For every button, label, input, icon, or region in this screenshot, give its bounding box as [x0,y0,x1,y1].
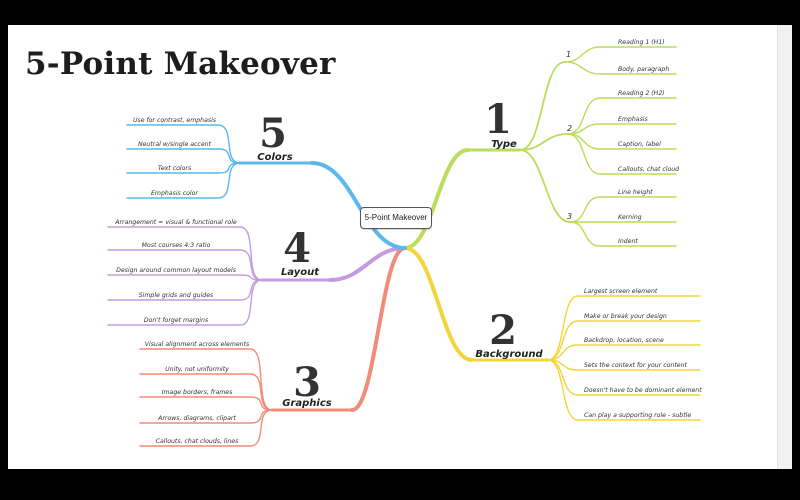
branch-5-leaf-2-line [126,148,241,164]
branch-2-leaf-2: Make or break your design [584,313,667,320]
branch-3-leaf-3: Image borders, frames [162,389,233,396]
branch-2-number: 2 [489,307,517,354]
branch-1-number: 1 [484,96,512,143]
branch-5-leaf-3: Text colors [158,164,192,172]
branch-1-sub-2-leaf-2-line [567,123,677,135]
branch-2-leaf-1: Largest screen element [584,287,658,295]
branch-1-sub-1-connector [519,61,566,151]
branch-3-name: Graphics [282,398,332,409]
branch-2-leaf-3: Backdrop, location, scene [584,336,664,344]
branch-4-number: 4 [283,225,311,272]
branch-2-leaf-3-line [547,344,701,361]
branch-2-name: Background [475,349,543,360]
branch-2-trunk [403,246,474,362]
branch-1-sub-2-leaf-4-line [567,133,677,175]
branch-3-leaf-1: Visual alignment across elements [145,340,250,348]
branch-5-number: 5 [259,110,287,157]
branch-1-sub-3-leaf-1-line [569,196,677,223]
branch-1-sub-3-leaf-2: Kerning [618,214,642,221]
branch-1-sub-1-label: 1 [566,50,571,59]
branch-1-sub-2-connector [519,133,569,151]
branch-4-leaf-3: Design around common layout models [116,266,237,274]
branch-4-leaf-5-line [107,279,263,326]
branch-1-sub-1-leaf-2-line [564,61,677,75]
slide-title: 5-Point Makeover [25,46,336,82]
branch-4-leaf-2-line [107,249,263,281]
branch-5-leaf-4-line [126,162,241,199]
branch-4-leaf-1-line [107,226,263,281]
branch-3-leaf-2-line [139,373,273,411]
branch-3-leaf-2: Unity, not uniformity [165,365,229,373]
branch-2-leaf-4: Sets the context for your content [584,361,687,369]
branch-4-name: Layout [281,267,320,278]
branch-3-leaf-5: Callouts, chat clouds, lines [156,437,239,445]
branch-1-sub-3-label: 3 [567,212,572,221]
branch-1-sub-3-leaf-3-line [569,221,677,247]
branch-5-leaf-2: Neutral w/single accent [138,140,212,148]
branch-1-sub-3-connector [519,149,571,223]
branch-3-trunk [350,246,407,412]
branch-3-leaf-4: Arrows, diagrams, clipart [157,414,236,422]
branch-2-leaf-1-line [547,295,701,361]
branch-1-sub-3-leaf-1: Line height [618,188,653,196]
branch-4-leaf-2: Most courses 4:3 ratio [142,241,211,249]
branch-3-leaf-5-line [139,409,273,447]
branch-4-trunk [328,246,407,282]
branch-1-sub-1-leaf-1: Reading 1 (H1) [618,39,665,46]
branch-2-leaf-6: Can play a supporting role - subtle [584,411,691,419]
branch-1-sub-2-leaf-2: Emphasis [618,116,649,123]
branch-1-sub-2-leaf-1-line [567,97,677,135]
branch-1-sub-2-label: 2 [567,124,572,133]
scroll-edge[interactable] [777,25,792,469]
branch-4-leaf-3-line [107,274,263,281]
branch-1-sub-1-leaf-2: Body, paragraph [618,66,669,73]
branch-5-trunk [310,161,407,250]
branch-5-name: Colors [257,152,292,163]
branch-5-leaf-4: Emphasis color [151,190,198,197]
branch-2-leaf-2-line [547,320,701,361]
branch-3-leaf-1-line [139,348,273,411]
branch-4-leaf-4: Simple grids and guides [139,292,214,299]
branch-3-leaf-3-line [139,396,273,411]
branch-5-leaf-1: Use for contrast, emphasis [133,116,217,124]
branch-2-leaf-5: Doesn't have to be dominant element [584,386,702,394]
branch-3-number: 3 [293,359,321,406]
branch-4-leaf-5: Don't forget margins [144,316,209,324]
branch-1-sub-2-leaf-1: Reading 2 (H2) [618,90,665,97]
branch-1-sub-1-leaf-1-line [564,46,677,63]
branch-1-name: Type [491,139,517,150]
branch-5-leaf-1-line [126,124,241,164]
central-topic[interactable]: 5-Point Makeover [360,207,432,229]
branch-1-sub-2-leaf-4: Callouts, chat cloud [618,165,679,173]
branch-1-trunk [403,148,470,250]
branch-1-sub-3-leaf-3: Indent [618,237,638,245]
branch-2-leaf-6-line [547,359,701,421]
branch-1-sub-2-leaf-3: Caption, label [618,140,661,148]
branch-4-leaf-1: Arrangement = visual & functional role [114,218,237,226]
